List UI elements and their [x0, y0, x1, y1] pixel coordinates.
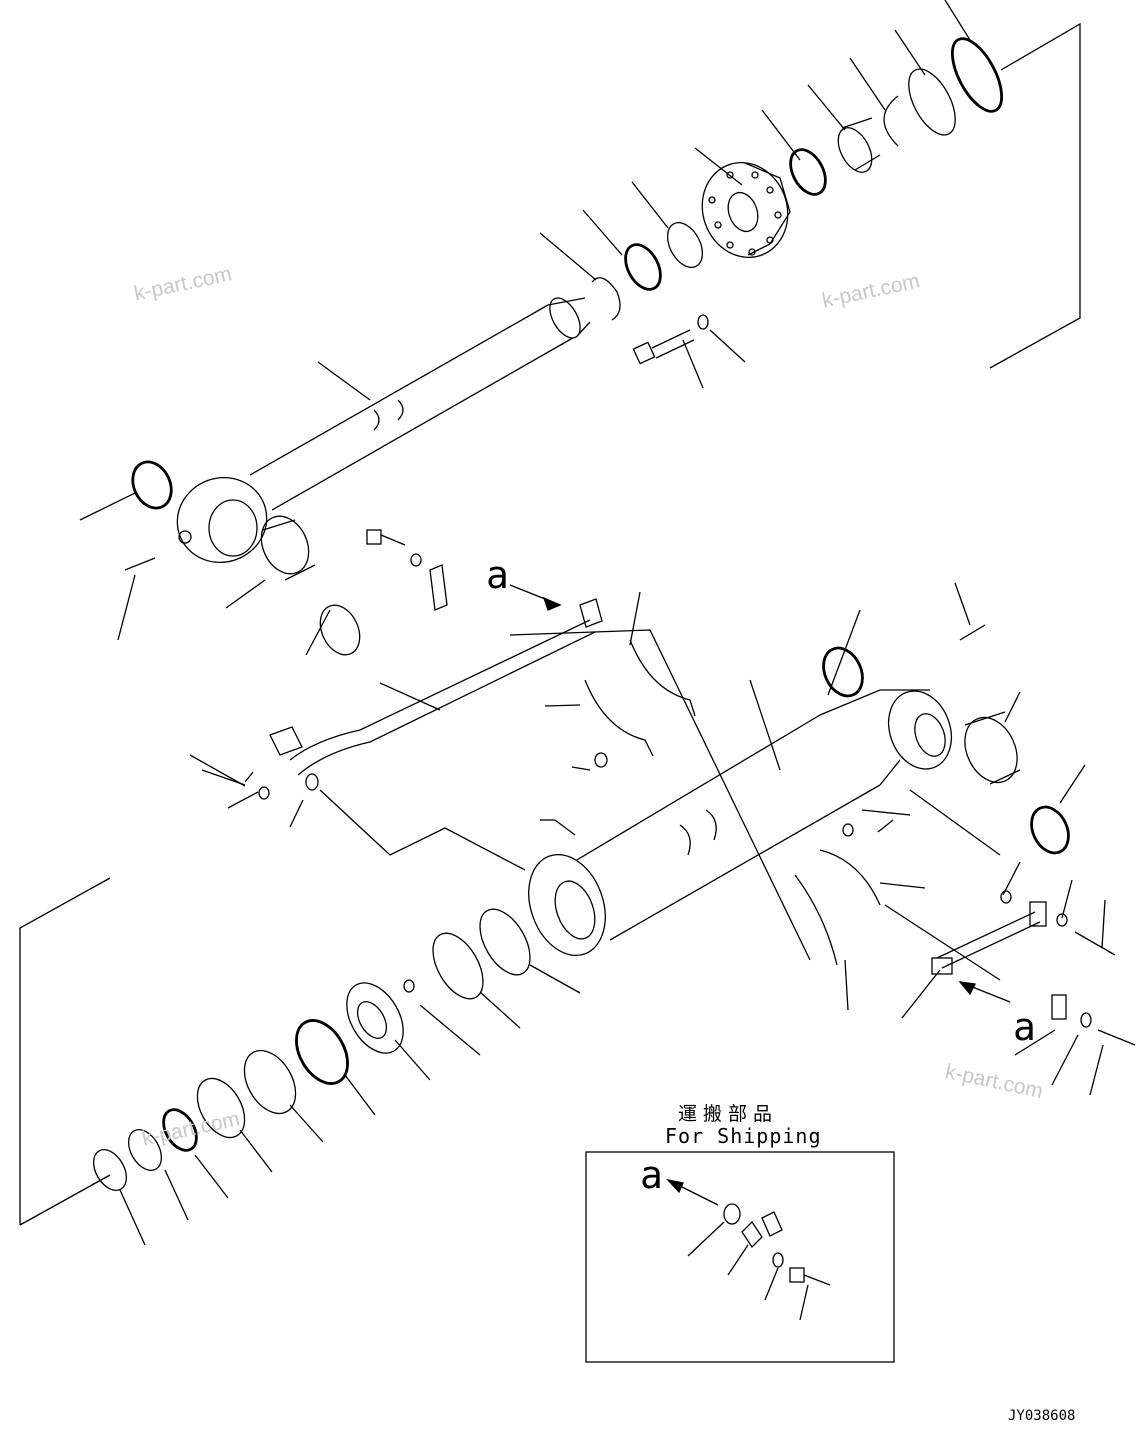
drawing-code: JY038608: [1008, 1408, 1076, 1424]
shipping-inset: [585, 1151, 895, 1363]
reference-label-a-shipping: a: [640, 1153, 663, 1197]
head-bolt: [632, 314, 709, 365]
cylinder-head: [701, 162, 791, 258]
reference-label-a-lower: a: [1013, 1005, 1036, 1049]
shipping-title-english: For Shipping: [665, 1124, 822, 1148]
guide-lines: [19, 629, 1001, 1226]
pipe-clamps: [366, 529, 696, 836]
shipping-title-japanese: 運搬部品: [678, 1103, 779, 1125]
tube-end-parts: [794, 624, 1136, 1046]
leader-lines-top: [79, 0, 971, 656]
rod-end-parts: [124, 460, 361, 656]
piston-seals: [92, 908, 531, 1191]
reference-label-a-upper: a: [486, 553, 509, 597]
leader-lines-bottom: [119, 582, 1106, 1246]
pipe-assembly: [201, 598, 603, 800]
reference-arrows: [509, 584, 1011, 1003]
piston-rod: [176, 297, 591, 564]
top-assembly-frame: [989, 22, 1081, 369]
cylinder-tube: [528, 689, 952, 957]
head-seals: [591, 37, 1004, 321]
